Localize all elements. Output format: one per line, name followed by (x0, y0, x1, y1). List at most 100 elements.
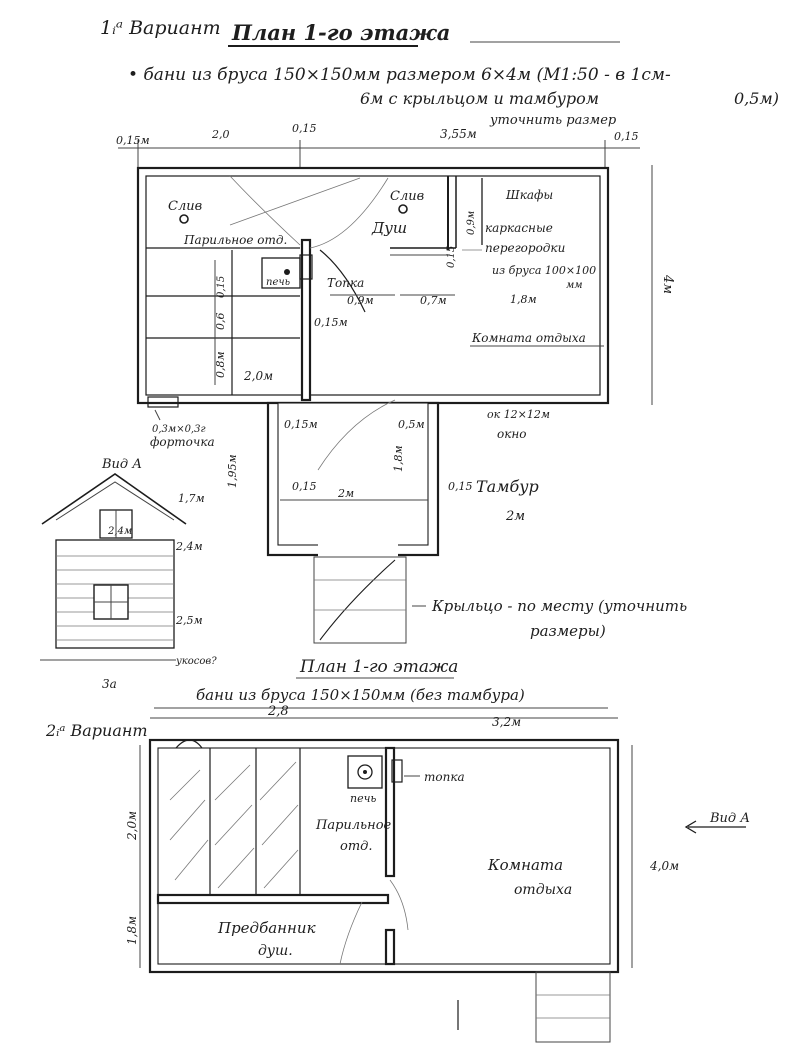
vestibule-label: Предбанник (217, 919, 316, 937)
dim-label: 2,0м (243, 369, 273, 383)
dim-label: 1,7м (178, 492, 205, 505)
stove-box-2 (347, 755, 383, 789)
dim-label: 2,5м (175, 614, 203, 627)
window-note: окно (497, 427, 527, 441)
stove-burner (284, 269, 290, 275)
dim-label: 0,7м (420, 294, 447, 307)
dim-label: 1,8м (392, 445, 405, 472)
dim-label: 0,15м (314, 316, 348, 329)
porch-note: размеры) (530, 622, 606, 640)
plan2-subtitle: бани из бруса 150×150мм (без тамбура) (196, 686, 525, 704)
wall-steam-rest-2 (384, 746, 396, 878)
dim-label: 0,5м (398, 418, 425, 431)
variant2-label: 2ᵢᵃ Вариант (45, 721, 148, 740)
wall-steam-rest-2b (384, 928, 396, 966)
door-swing-steam (229, 175, 301, 246)
stove-burner-dot (363, 770, 367, 774)
plan2-porch (535, 971, 611, 1043)
partition-note: мм (566, 280, 583, 291)
dim-label: 2м (337, 487, 354, 500)
vent-window (147, 396, 179, 408)
bench-panels (169, 748, 301, 895)
drain-label: Слив (168, 199, 202, 214)
plan2: План 1-го этажа бани из бруса 150×150мм … (45, 657, 750, 1043)
plan1-title: План 1-го этажа (231, 20, 450, 45)
plan1-inner-area (145, 175, 601, 396)
dim-label: 1,8м (125, 916, 139, 945)
subtitle-line2-end: 0,5м) (734, 89, 779, 108)
door-swing-rest (319, 249, 366, 313)
door-swing-steam2 (229, 177, 361, 226)
dim-label: 0,15 (292, 122, 317, 135)
door-swing-porch (319, 559, 396, 641)
view-a-number: 3а (102, 677, 117, 691)
subtitle-line2: 6м с крыльцом и тамбуром (360, 89, 599, 108)
rest-room-label-2: Комната (487, 856, 563, 874)
wall-steam-rest (300, 238, 312, 402)
canopy-note: укосов? (175, 656, 217, 667)
view-a-roof-inner (55, 481, 175, 521)
partition-note: каркасные (485, 221, 553, 235)
dim-label: 2,4м (175, 540, 203, 553)
dim-label: 0,15м (284, 418, 318, 431)
firebox-box (299, 254, 313, 280)
dim-label: 2,0м (125, 811, 139, 841)
partition-note: перегородки (485, 241, 565, 255)
firebox-label-2: топка (424, 770, 465, 784)
plan1: 0,15м 2,0 0,15 3,55м 0,15 4м (116, 122, 687, 644)
porch-note: Крыльцо - по месту (уточнить (431, 597, 687, 615)
drain-icon (398, 204, 408, 214)
dim-label: 0,15 (448, 480, 473, 493)
dim-label: 0,6 (214, 313, 227, 331)
dim-label: 3,2м (492, 715, 521, 729)
view-a-arrow-head (684, 820, 697, 834)
dim-label: 0,8м (214, 351, 227, 378)
steam-room-label-2: Парильное (315, 818, 392, 833)
rest-room-label-2: отдыха (514, 882, 572, 898)
tambur-label: Тамбур (476, 477, 539, 496)
header: 1ᵢᵃ Вариант План 1-го этажа • бани из бр… (100, 17, 779, 128)
dim-label: 2,8 (267, 704, 289, 719)
dim-label: 3,55м (440, 127, 477, 141)
dim-label: 0,15 (614, 130, 639, 143)
door-swing-tambur (317, 399, 396, 471)
stove-label: печь (266, 277, 290, 288)
dim-label: 4м (660, 274, 675, 294)
view-a-roof (41, 473, 187, 525)
vent-leader (154, 409, 161, 421)
dim-label: 0,15 (446, 246, 457, 268)
view-a-label-2: Вид А (709, 811, 750, 826)
dim-label: 0,9м (466, 211, 477, 235)
partition-note: из бруса 100×100 (492, 264, 596, 277)
vent-label: 0,3м×0,3г (152, 424, 206, 435)
view-a-wall (55, 539, 175, 649)
dim-label: 4,0м (649, 859, 679, 873)
rest-room-label: Комната отдыха (471, 331, 586, 345)
dim-label: 0,9м (347, 294, 374, 307)
door-swing-shower (309, 177, 389, 249)
shower-label: Душ (371, 219, 407, 237)
tambur-inner (277, 402, 429, 546)
vent-label: форточка (150, 435, 215, 449)
dim-label: 2м (505, 509, 525, 524)
dim-label: 0,15 (292, 480, 317, 493)
drain-label: Слив (390, 189, 424, 204)
dim-label: 1,8м (510, 293, 537, 306)
subtitle-line1: • бани из бруса 150×150мм размером 6×4м … (128, 65, 671, 85)
view-a-title: Вид А (101, 457, 142, 472)
plan2-title: План 1-го этажа (299, 657, 458, 677)
window-note: ок 12×12м (487, 408, 550, 421)
door-swing-rest-2 (389, 879, 409, 931)
porch (313, 556, 407, 644)
dim-label: 0,15м (116, 134, 150, 147)
view-a: Вид А 1,7м 2,4м 2,4м 2,5м укосов? 3а (40, 457, 217, 691)
door-swing-vestibule (339, 901, 363, 965)
firebox-box-2 (391, 759, 403, 783)
steam-room-label-2: отд. (340, 839, 373, 854)
dim-label: 1,95м (226, 454, 239, 488)
wardrobe-label: Шкафы (505, 188, 553, 202)
variant1-label: 1ᵢᵃ Вариант (100, 17, 221, 39)
steam-room-label: Парильное отд. (183, 233, 287, 247)
drain-icon (179, 214, 189, 224)
